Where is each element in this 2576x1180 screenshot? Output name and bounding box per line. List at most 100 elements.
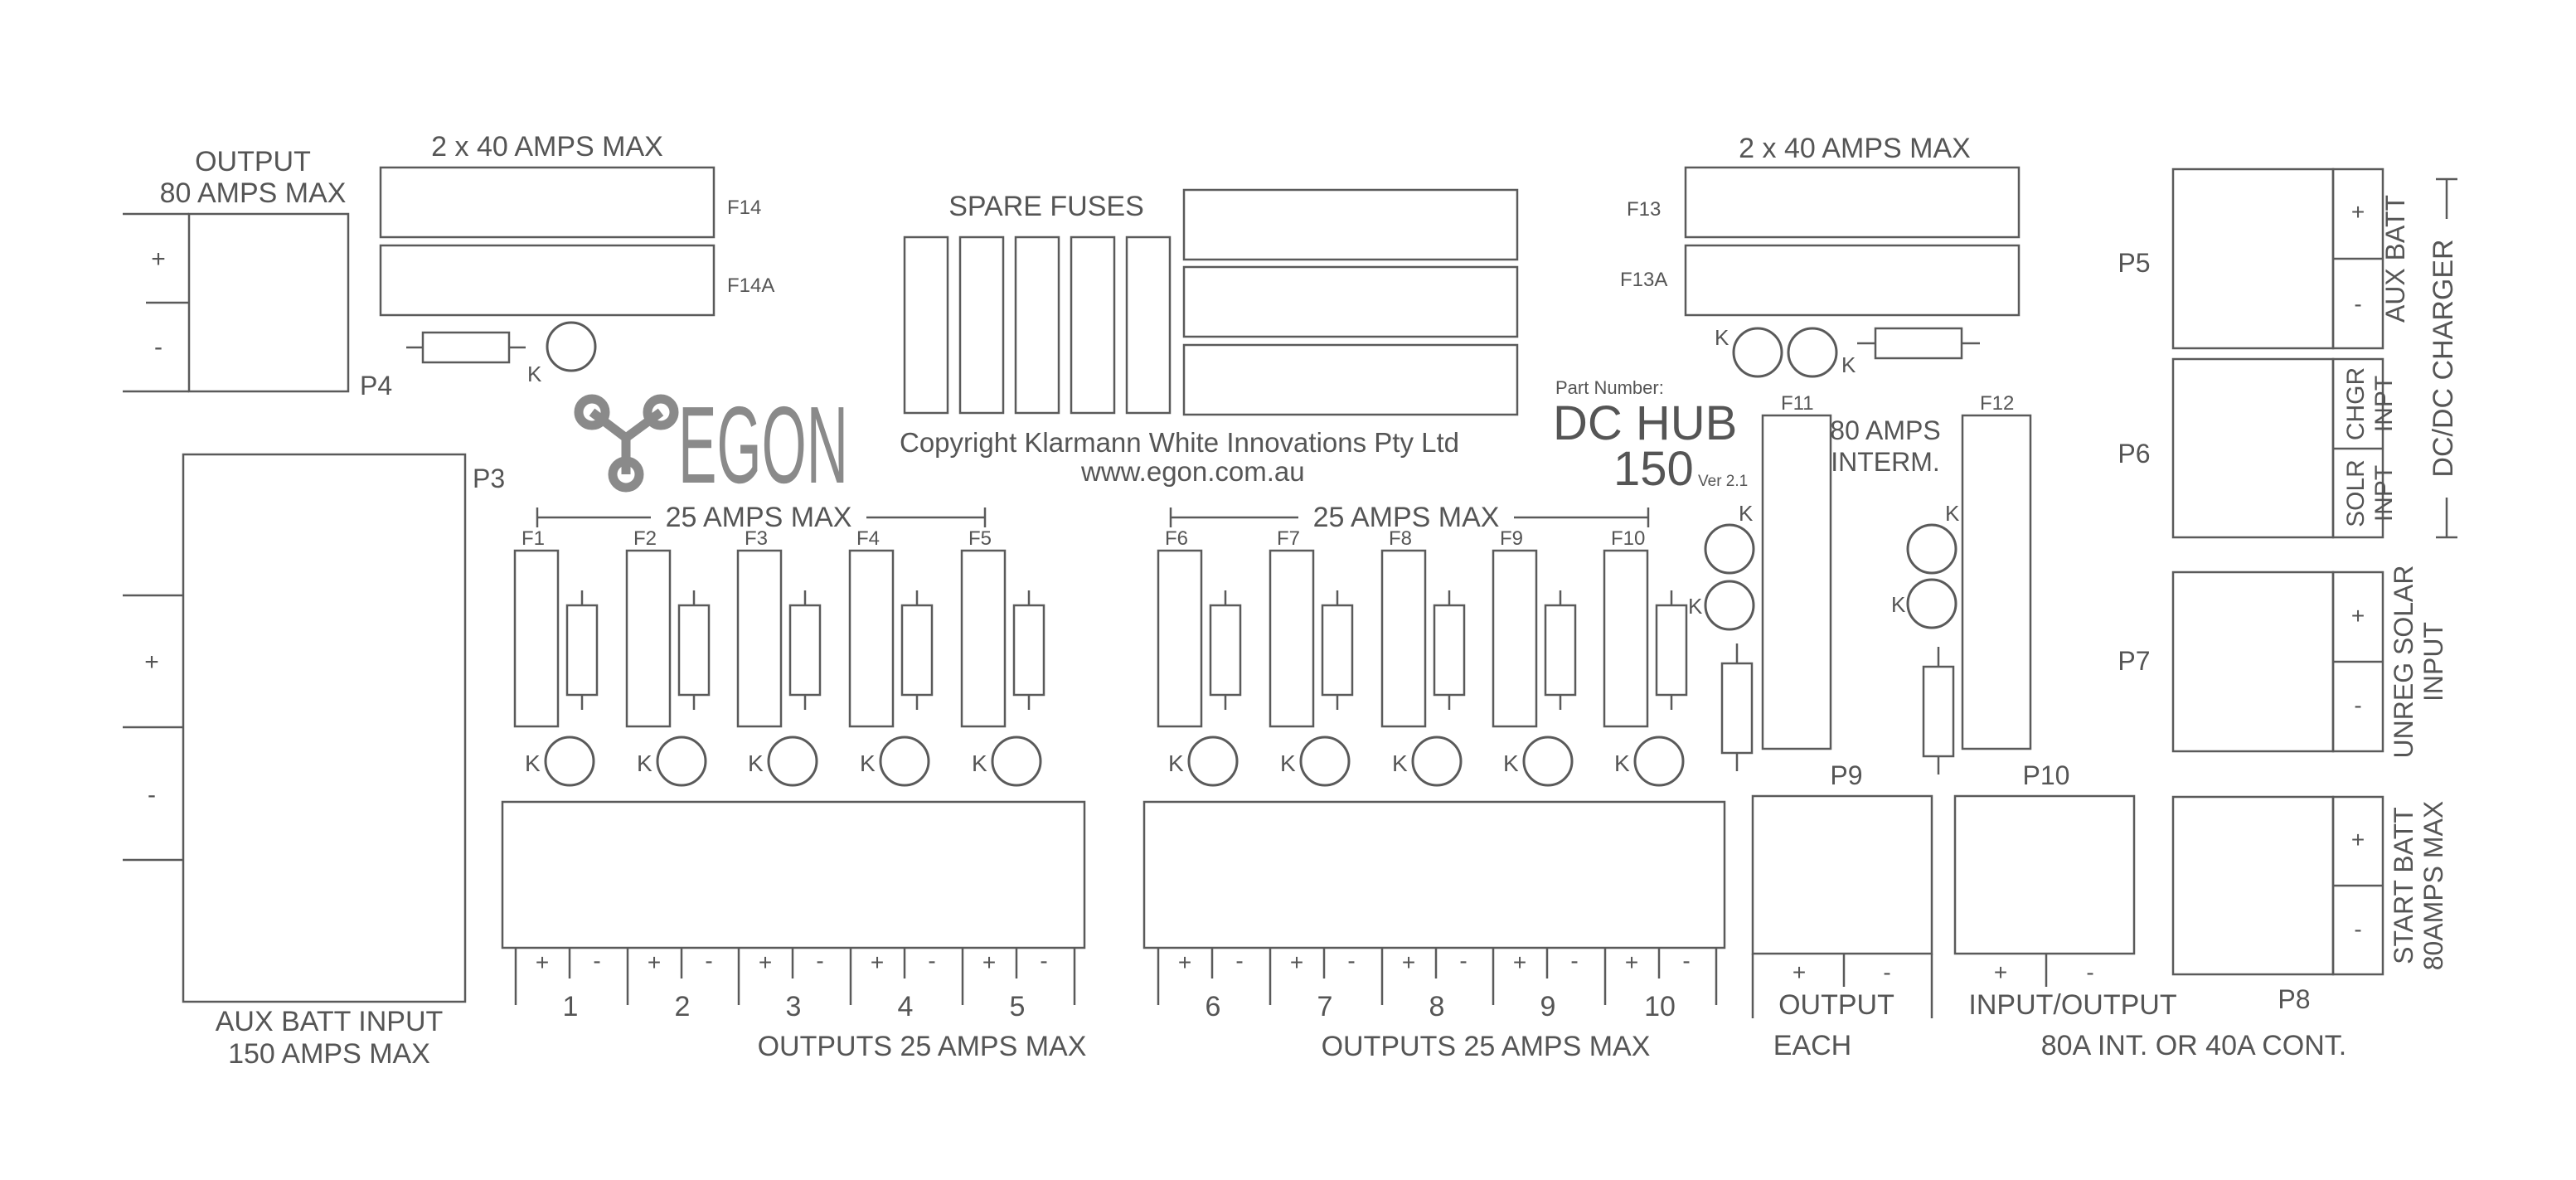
- led-f12b: [1906, 578, 1957, 629]
- fuse-rating-right: 2 x 40 AMPS MAX: [1739, 133, 1971, 164]
- output-terminal-block-1-5[interactable]: [501, 800, 1086, 949]
- fuse-holder-f12[interactable]: [1961, 414, 2032, 750]
- fuse-label-f13a: F13A: [1620, 269, 1667, 291]
- fuse-label-f1: F1: [522, 527, 545, 550]
- rating-bracket-right: [1169, 507, 1650, 527]
- terminal-p10[interactable]: [1953, 794, 2136, 987]
- terminal-p7[interactable]: [2171, 571, 2384, 753]
- led-f3: [767, 736, 818, 787]
- output-terminal-block-6-10[interactable]: [1142, 800, 1726, 949]
- fuse-holder-f14a[interactable]: [379, 244, 716, 317]
- part-number-label: Part Number:: [1555, 377, 1664, 398]
- resistor-f9: [1544, 590, 1577, 710]
- terminal-p5[interactable]: [2171, 168, 2384, 350]
- led-k-f11a: K: [1739, 501, 1754, 526]
- output-plus-sign: +: [1625, 949, 1638, 975]
- output-minus-sign: -: [1040, 948, 1047, 974]
- copyright-text: Copyright Klarmann White Innovations Pty…: [900, 427, 1459, 458]
- fuse-label-f9: F9: [1500, 527, 1523, 550]
- resistor-f3: [788, 590, 822, 710]
- terminal-p6[interactable]: [2171, 357, 2384, 539]
- p7-minus-sign: -: [2354, 692, 2361, 718]
- spare-fuse-slot-wide[interactable]: [1182, 265, 1519, 338]
- spare-fuse-slot[interactable]: [903, 236, 949, 415]
- fuse-holder-f13[interactable]: [1684, 166, 2021, 239]
- fuse-label-f12: F12: [1980, 392, 2014, 415]
- fuse-holder-f3[interactable]: [736, 549, 783, 728]
- side-label-unreg-solar: UNREG SOLAR: [2389, 566, 2418, 759]
- terminal-p9[interactable]: [1751, 794, 1933, 1018]
- fuse-holder-f5[interactable]: [960, 549, 1007, 728]
- p4-heading-line2: 80 AMPS MAX: [160, 177, 347, 209]
- fuse-label-f6: F6: [1165, 527, 1188, 550]
- spare-fuse-slot-wide[interactable]: [1182, 188, 1519, 261]
- p10-plus-sign: +: [1994, 959, 2007, 985]
- fuse-rating-left: 2 x 40 AMPS MAX: [431, 131, 663, 163]
- p9-caption-line2: EACH: [1773, 1030, 1851, 1061]
- fuse-holder-f14[interactable]: [379, 166, 716, 239]
- output-minus-sign: -: [1570, 948, 1578, 974]
- output-number: 1: [563, 991, 579, 1022]
- p4-plus-sign: +: [151, 245, 166, 273]
- fuse-label-f5: F5: [968, 527, 992, 550]
- led-k-f14: K: [527, 362, 542, 386]
- led-k-f11b: K: [1688, 594, 1703, 619]
- resistor-f13: [1857, 327, 1980, 360]
- resistor-f6: [1209, 590, 1242, 710]
- terminal-p4[interactable]: [123, 212, 350, 393]
- fuse-label-f14a: F14A: [727, 274, 774, 297]
- port-label-p3: P3: [473, 464, 505, 493]
- side-label-dcdc: DC/DC CHARGER: [2428, 239, 2459, 477]
- spare-fuse-slot[interactable]: [958, 236, 1005, 415]
- fuse-holder-f4[interactable]: [848, 549, 895, 728]
- spare-fuse-slot[interactable]: [1070, 236, 1116, 415]
- website-text: www.egon.com.au: [1080, 456, 1305, 487]
- terminal-p3[interactable]: [123, 453, 467, 1003]
- p3-plus-sign: +: [144, 648, 159, 676]
- spare-fuse-slot-wide[interactable]: [1182, 343, 1519, 416]
- output-plus-sign: +: [1402, 949, 1415, 975]
- led-k-f2: K: [637, 750, 652, 776]
- fuse-holder-f13a[interactable]: [1684, 244, 2021, 317]
- spare-fuse-slot[interactable]: [1014, 236, 1060, 415]
- p9-minus-sign: -: [1883, 959, 1890, 985]
- p7-plus-sign: +: [2351, 603, 2365, 629]
- led-k-f9: K: [1503, 750, 1519, 776]
- led-f11a: [1704, 523, 1755, 575]
- resistor-f10: [1655, 590, 1688, 710]
- resistor-f12: [1922, 647, 1955, 775]
- led-k-f6: K: [1168, 750, 1184, 776]
- fuse-label-f11: F11: [1781, 392, 1814, 415]
- terminal-p8[interactable]: [2171, 795, 2384, 976]
- output-minus-sign: -: [928, 948, 935, 974]
- p5-plus-sign: +: [2351, 199, 2365, 225]
- output-minus-sign: -: [1235, 948, 1243, 974]
- output-plus-sign: +: [759, 949, 772, 975]
- led-k-f1: K: [525, 750, 541, 776]
- resistor-f7: [1321, 590, 1354, 710]
- led-k-f7: K: [1280, 750, 1296, 776]
- led-k-f12b: K: [1891, 592, 1906, 617]
- led-f13: [1732, 327, 1783, 378]
- fuse-holder-f9[interactable]: [1492, 549, 1538, 728]
- rating-bracket-left: [536, 507, 987, 527]
- fuse-holder-f10[interactable]: [1603, 549, 1649, 728]
- fuse-holder-f2[interactable]: [625, 549, 672, 728]
- fuse-holder-f7[interactable]: [1269, 549, 1315, 728]
- p8-minus-sign: -: [2354, 916, 2361, 942]
- fuse-holder-f8[interactable]: [1380, 549, 1427, 728]
- fuse-holder-f1[interactable]: [513, 549, 560, 728]
- output-number: 6: [1206, 991, 1221, 1022]
- output-minus-sign: -: [1459, 948, 1467, 974]
- fuse-holder-f6[interactable]: [1157, 549, 1203, 728]
- led-f4: [879, 736, 930, 787]
- side-label-start-batt: START BATT: [2389, 807, 2418, 964]
- led-f1: [544, 736, 595, 787]
- p4-heading-line1: OUTPUT: [195, 146, 311, 177]
- fuse-holder-f11[interactable]: [1761, 414, 1832, 750]
- spare-fuse-slot[interactable]: [1125, 236, 1172, 415]
- output-plus-sign: +: [1513, 949, 1526, 975]
- aux-batt-input-line2: 150 AMPS MAX: [228, 1038, 430, 1070]
- egon-logo: EGON: [574, 384, 848, 506]
